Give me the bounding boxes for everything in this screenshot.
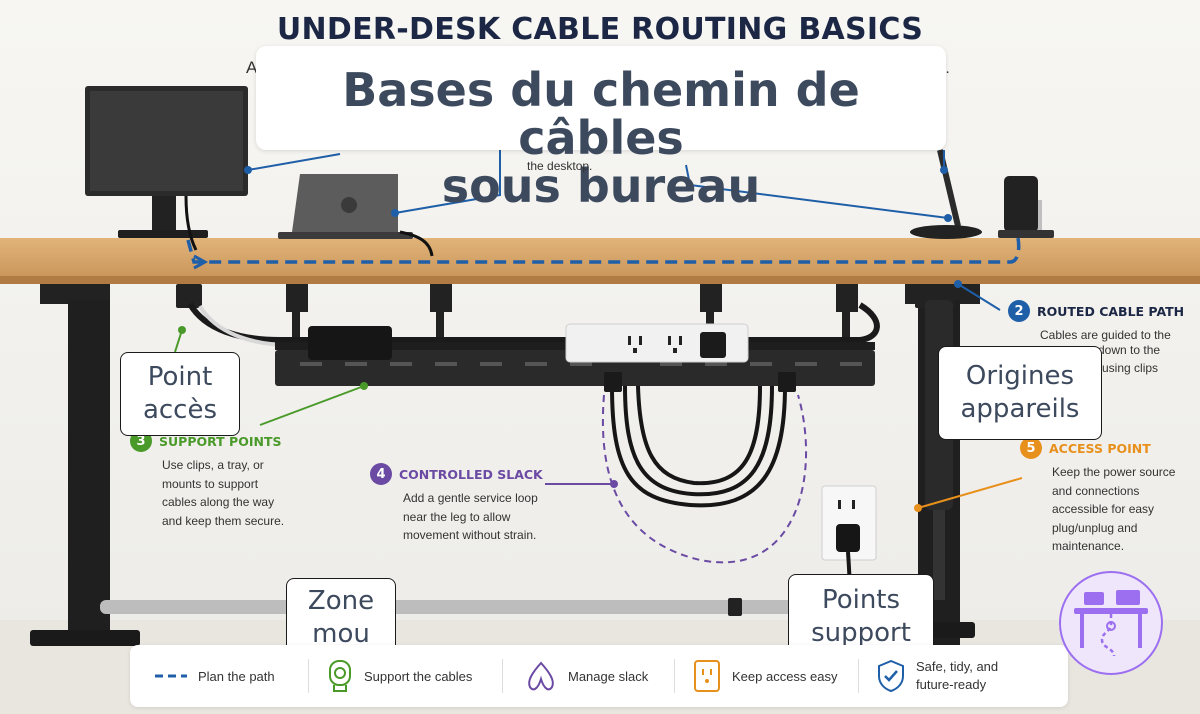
annotation-controlled-slack: 4 CONTROLLED SLACK Add a gentle service … bbox=[370, 463, 590, 545]
outlet-icon bbox=[694, 660, 720, 692]
legend-label: Plan the path bbox=[198, 668, 275, 684]
annotation-line: Cables are guided to the bbox=[1040, 328, 1171, 342]
annotation-line: accessible for easy bbox=[1052, 502, 1155, 516]
annotation-line: Use clips, a tray, or bbox=[162, 458, 264, 472]
routed-cable-path bbox=[186, 237, 1021, 264]
annotation-routed-cable-path: 2 ROUTED CABLE PATH Cables are guided to… bbox=[1008, 300, 1198, 345]
overlay-line: Zone bbox=[307, 586, 375, 616]
annotation-line: using clips bbox=[1102, 361, 1159, 375]
legend-label: future-ready bbox=[916, 677, 987, 692]
annotation-line: maintenance. bbox=[1052, 539, 1125, 553]
annotation-title: CONTROLLED SLACK bbox=[399, 466, 543, 482]
annotation-line: mounts to support bbox=[162, 476, 259, 491]
overlay-line: Origines bbox=[965, 361, 1075, 391]
diagram-title: UNDER-DESK CABLE ROUTING BASICS bbox=[276, 12, 924, 47]
shield-check-icon bbox=[878, 659, 904, 693]
overlay-line: Points bbox=[821, 585, 901, 615]
legend-item-slack: Manage slack bbox=[524, 645, 648, 707]
annotation-line: plug/unplug and bbox=[1052, 520, 1138, 535]
legend-label: Manage slack bbox=[568, 668, 649, 684]
annotation-title: ACCESS POINT bbox=[1049, 440, 1151, 456]
phone-stand bbox=[998, 176, 1054, 238]
legend-item-access: Keep access easy bbox=[692, 645, 838, 707]
annotation-line: Keep the power source bbox=[1052, 465, 1176, 479]
power-adapter bbox=[308, 326, 392, 360]
cable-clip-icon bbox=[329, 660, 351, 692]
annotation-title: ROUTED CABLE PATH bbox=[1037, 303, 1185, 319]
title-fragment-left: A bbox=[246, 58, 258, 77]
overlay-line: mou bbox=[312, 619, 370, 649]
legend-item-support: Support the cables bbox=[326, 645, 472, 707]
legend-bar: Plan the path Support the cables Manage … bbox=[130, 645, 1068, 707]
overlay-line: support bbox=[811, 618, 911, 648]
legend-label: Keep access easy bbox=[732, 668, 838, 684]
legend-item-plan: Plan the path bbox=[154, 645, 275, 707]
overlay-line: Point bbox=[147, 362, 213, 392]
overlay-line: accès bbox=[142, 395, 218, 425]
translated-title-line2: sous bureau bbox=[441, 159, 761, 213]
legend-label: Safe, tidy, and bbox=[916, 659, 999, 674]
laptop bbox=[278, 174, 413, 239]
slack-loop-icon bbox=[528, 661, 554, 691]
legend-label: Support the cables bbox=[364, 668, 473, 684]
desk-cable-logo-icon bbox=[1059, 571, 1163, 675]
annotation-line: movement without strain. bbox=[403, 528, 537, 542]
power-strip bbox=[565, 323, 749, 363]
annotation-line: cables along the way bbox=[162, 495, 275, 509]
step-badge-2: 2 bbox=[1008, 300, 1030, 322]
callout-fragment-desktop: the desktop. bbox=[527, 159, 593, 173]
annotation-line: down to the bbox=[1098, 343, 1161, 357]
annotation-title: SUPPORT POINTS bbox=[159, 433, 282, 449]
step-badge-4: 4 bbox=[370, 463, 392, 485]
annotation-line: and connections bbox=[1052, 483, 1140, 498]
annotation-access-point: 5 ACCESS POINT Keep the power source and… bbox=[1020, 437, 1198, 556]
translated-title-line1: Bases du chemin de câbles bbox=[342, 63, 860, 165]
annotation-line: Add a gentle service loop bbox=[403, 491, 538, 505]
annotation-support-points: 3 SUPPORT POINTS Use clips, a tray, or m… bbox=[130, 430, 330, 530]
translated-title-overlay: Bases du chemin de câbles sous bureau bbox=[256, 46, 946, 210]
legend-item-safe: Safe, tidy, and future-ready bbox=[876, 645, 998, 707]
step-badge-5: 5 bbox=[1020, 437, 1042, 459]
service-loop-cables bbox=[610, 385, 787, 508]
overlay-line: appareils bbox=[960, 394, 1080, 424]
monitor bbox=[85, 86, 248, 238]
annotation-line: near the leg to allow bbox=[403, 509, 511, 524]
annotation-line: and keep them secure. bbox=[162, 513, 285, 528]
desk-leg-left bbox=[30, 282, 140, 646]
dashed-line-icon bbox=[155, 674, 187, 678]
